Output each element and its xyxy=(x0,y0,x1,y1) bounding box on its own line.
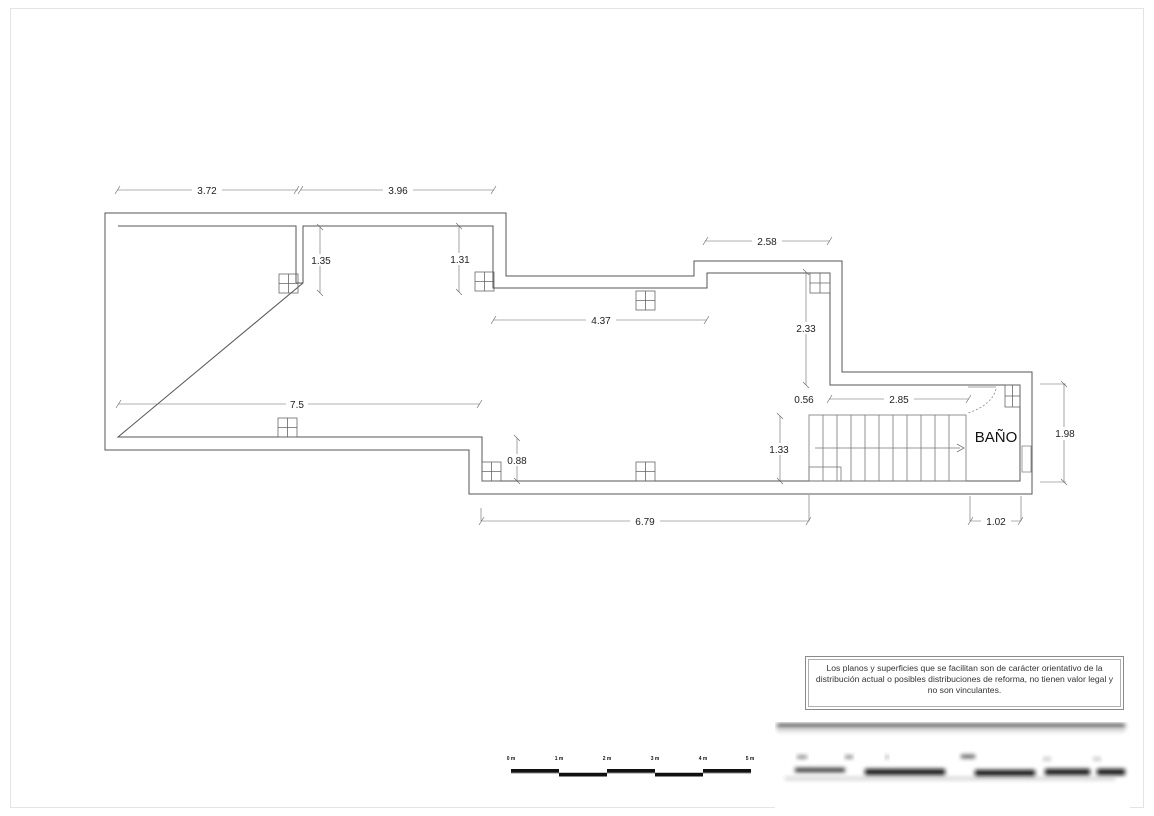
inner-wall xyxy=(116,225,1021,482)
pillar xyxy=(278,273,299,294)
dimension-label-stairs-height: 1.33 xyxy=(769,445,789,456)
scale-label: 1 m xyxy=(555,756,564,762)
staircase xyxy=(808,414,967,482)
dimension-label-stairs-width: 2.85 xyxy=(889,395,909,406)
pillar xyxy=(474,271,495,292)
scale-label: 4 m xyxy=(699,756,708,762)
room-label-bathroom: BAÑO xyxy=(975,429,1018,446)
dimension-label-upper-right: 2.58 xyxy=(757,237,777,248)
bathroom-door xyxy=(967,386,997,414)
disclaimer-box: Los planos y superficies que se facilita… xyxy=(805,656,1124,710)
pillar xyxy=(635,290,656,311)
pillar xyxy=(635,461,656,482)
scale-bar: 0 m 1 m 2 m 3 m 4 m 5 m xyxy=(507,756,755,777)
dimension-label-top-left: 3.72 xyxy=(197,186,217,197)
dimension-label-left-overall: 7.5 xyxy=(290,400,304,411)
scale-label: 0 m xyxy=(507,756,516,762)
dimension-label-step: 0.56 xyxy=(794,395,814,406)
dimension-label-bath-width: 1.02 xyxy=(986,517,1006,528)
pillar xyxy=(1004,384,1021,408)
bathroom-fixture xyxy=(1021,445,1032,473)
blurred-scale-artifact xyxy=(775,722,1130,808)
dimension-label-corridor: 4.37 xyxy=(591,316,611,327)
dimension-label-top-right: 3.96 xyxy=(388,186,408,197)
pillar xyxy=(481,461,502,482)
scale-label: 2 m xyxy=(603,756,612,762)
dimension-label-right-wall: 2.33 xyxy=(796,324,816,335)
dimension-label-bath-height: 1.98 xyxy=(1055,429,1075,440)
dimension-label-left-depth: 1.35 xyxy=(311,256,331,267)
pillar xyxy=(277,417,298,438)
pillar xyxy=(809,272,831,294)
dimension-label-bottom: 6.79 xyxy=(635,517,655,528)
dimension-label-right-depth: 1.31 xyxy=(450,255,470,266)
scale-label: 3 m xyxy=(651,756,660,762)
dimension-label-lower-step: 0.88 xyxy=(507,456,527,467)
page-border xyxy=(10,8,1144,808)
disclaimer-text: Los planos y superficies que se facilita… xyxy=(808,659,1121,707)
scale-label: 5 m xyxy=(746,756,755,762)
outer-wall xyxy=(104,212,1033,495)
